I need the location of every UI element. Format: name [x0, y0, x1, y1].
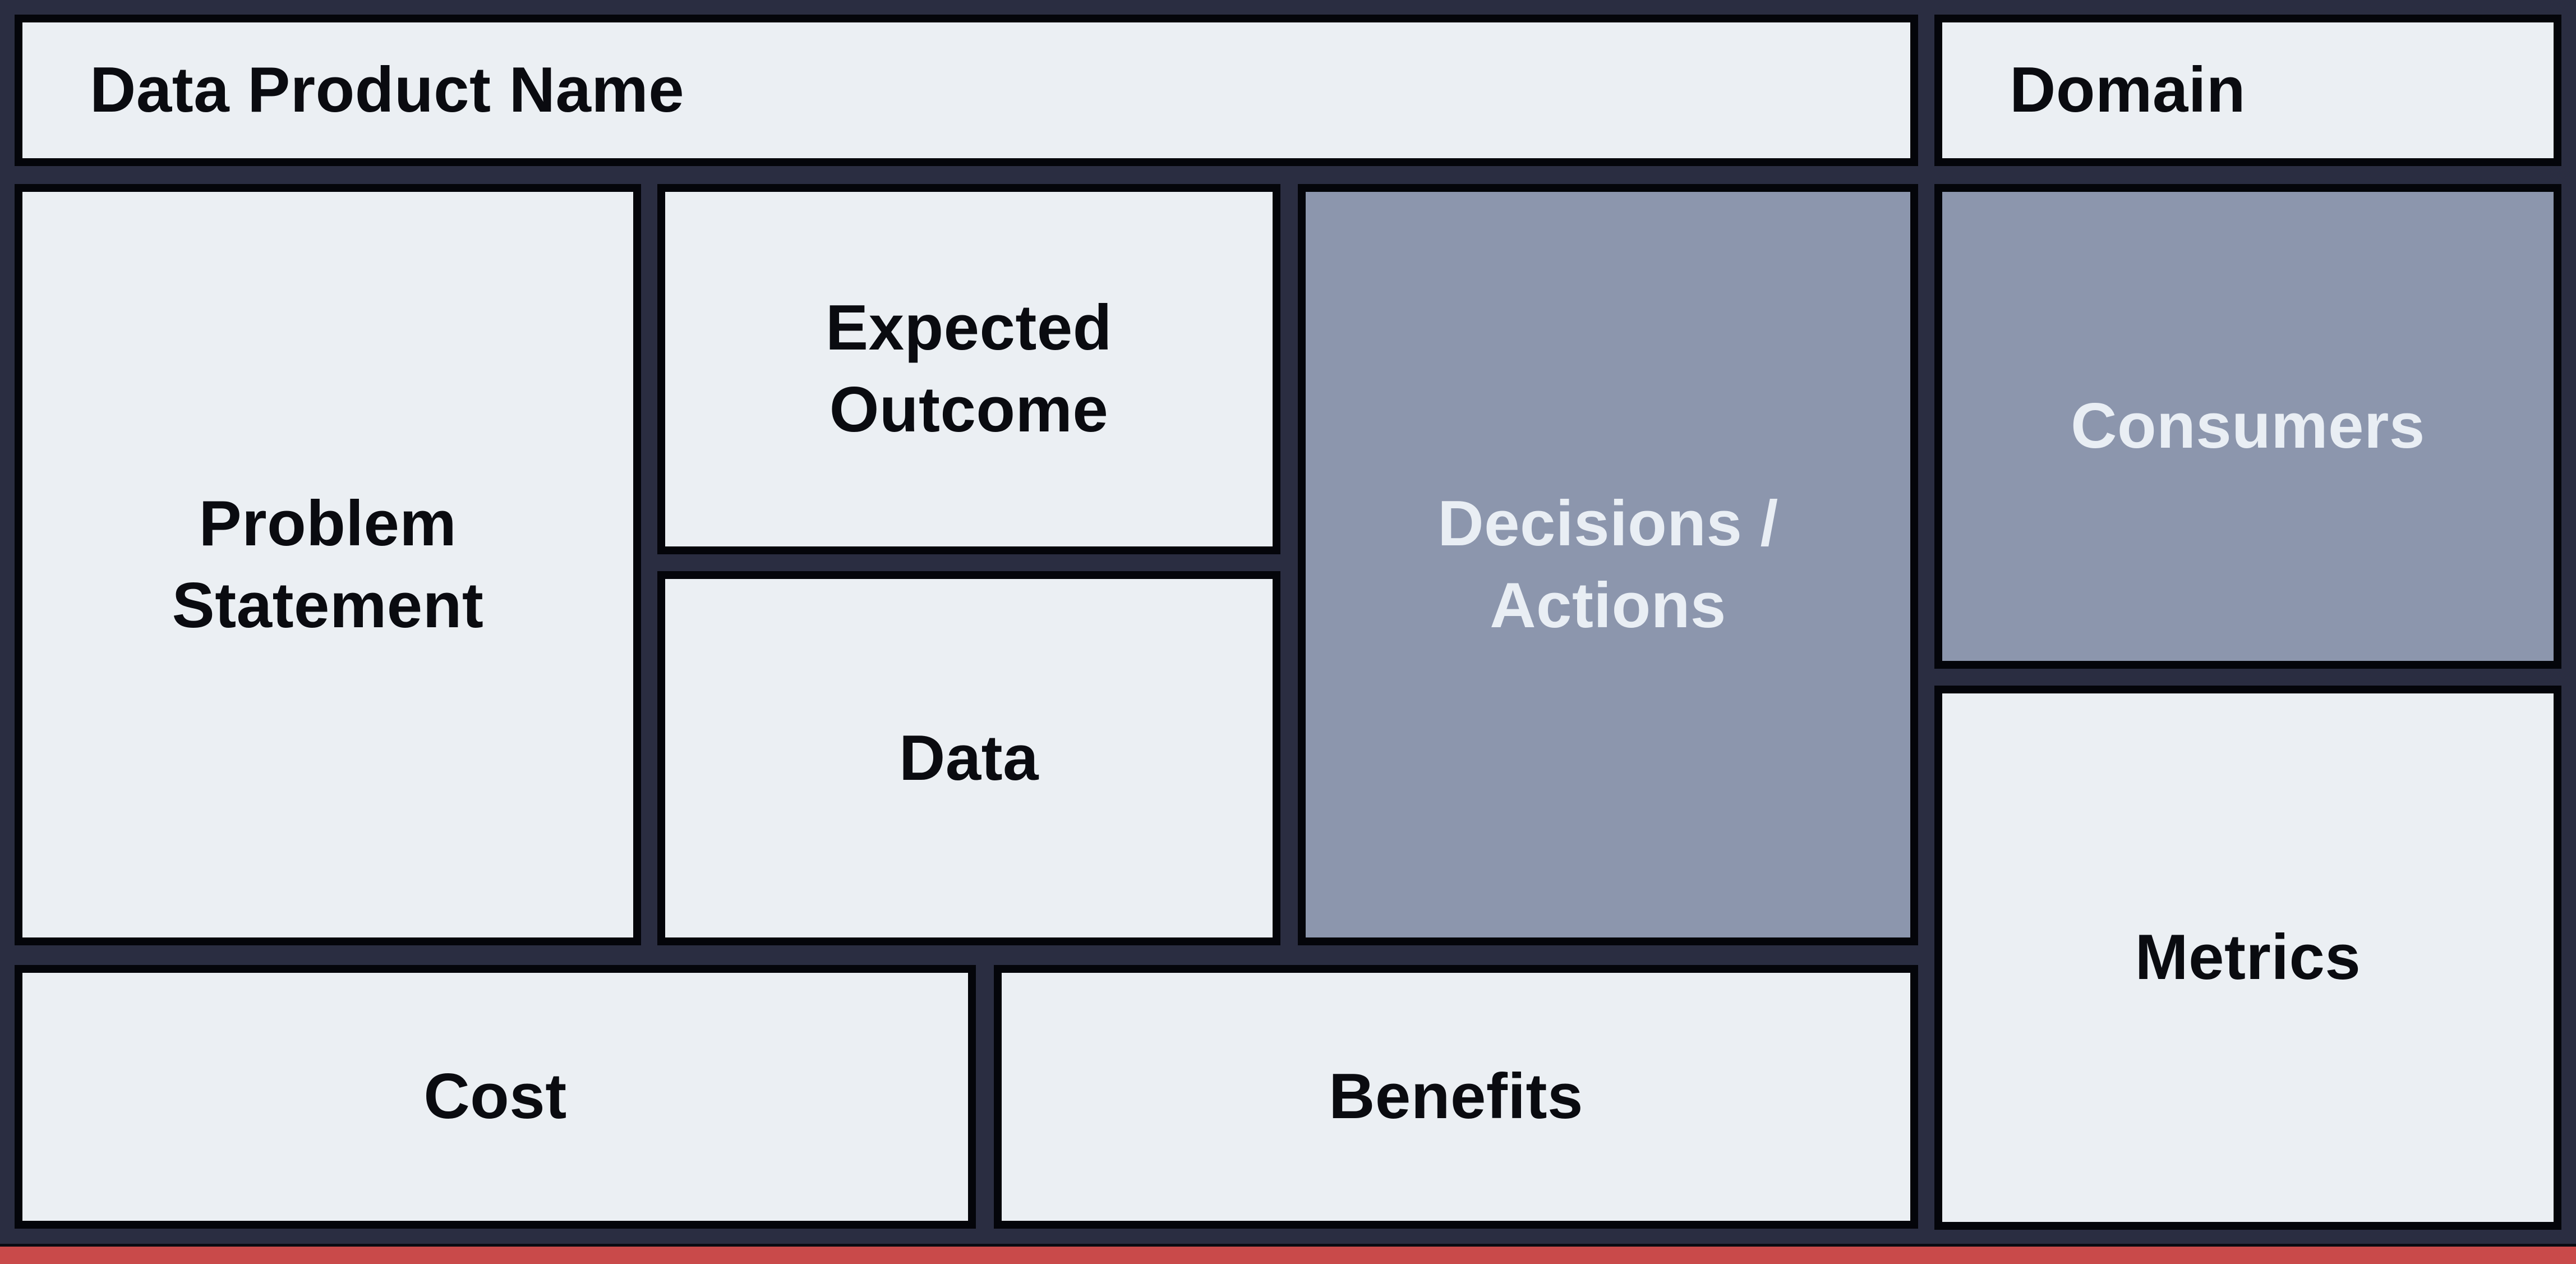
footer-accent-bar	[0, 1244, 2576, 1264]
label-decisions-actions: Decisions / Actions	[1437, 488, 1778, 641]
label-consumers: Consumers	[2071, 390, 2425, 462]
label-cost: Cost	[423, 1061, 567, 1133]
box-benefits: Benefits	[994, 965, 1918, 1229]
box-data-product-name: Data Product Name	[15, 15, 1918, 166]
label-expected-outcome: Expected Outcome	[826, 292, 1112, 445]
box-decisions-actions: Decisions / Actions	[1298, 184, 1918, 945]
box-data: Data	[657, 571, 1280, 945]
label-metrics: Metrics	[2135, 922, 2361, 994]
box-metrics: Metrics	[1934, 686, 2561, 1230]
label-domain: Domain	[2010, 54, 2246, 126]
box-cost: Cost	[15, 965, 976, 1229]
label-benefits: Benefits	[1329, 1061, 1583, 1133]
box-consumers: Consumers	[1934, 184, 2561, 669]
label-problem-statement: Problem Statement	[172, 488, 484, 641]
box-domain: Domain	[1934, 15, 2561, 166]
box-problem-statement: Problem Statement	[15, 184, 641, 945]
label-data: Data	[898, 722, 1039, 794]
box-expected-outcome: Expected Outcome	[657, 184, 1280, 554]
label-data-product-name: Data Product Name	[90, 54, 685, 126]
